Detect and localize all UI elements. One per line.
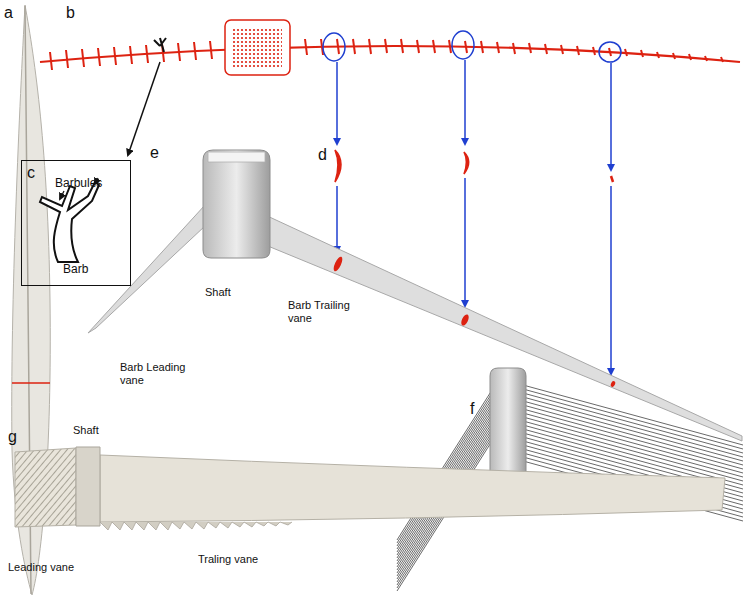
highlight-circle xyxy=(452,31,474,59)
part-label: Barbules xyxy=(55,176,102,190)
shaft-top xyxy=(208,152,265,162)
barb-section xyxy=(611,176,613,182)
section-mark xyxy=(332,255,344,272)
section-mark xyxy=(460,313,471,326)
section-line xyxy=(12,382,50,384)
section-outline xyxy=(40,46,740,62)
barbule-arrow xyxy=(60,191,64,199)
panel-letter: c xyxy=(27,164,35,182)
barb-ticks xyxy=(50,39,723,70)
section-mark xyxy=(610,380,616,387)
leading-vane-barb xyxy=(88,205,205,333)
part-label: Barb Trailing vane xyxy=(288,299,368,325)
part-label: Leading vane xyxy=(8,561,74,574)
part-label: Traling vane xyxy=(198,553,258,566)
leader-arrow xyxy=(128,62,160,155)
part-label: Shaft xyxy=(73,424,99,437)
vane-sawtooth xyxy=(100,522,292,530)
panel-letter: f xyxy=(470,400,474,418)
highlight-circle xyxy=(599,42,621,62)
inset-box: cBarbulesBarb xyxy=(21,160,131,286)
panel-letter: d xyxy=(318,146,327,164)
shaft-core xyxy=(233,28,282,68)
trailing-vane-model xyxy=(100,455,725,522)
shaft-block xyxy=(203,150,270,258)
part-label: Barb xyxy=(63,262,88,276)
leading-vane-model xyxy=(15,448,76,527)
shaft-block xyxy=(490,368,526,486)
panel-letter: e xyxy=(150,144,159,162)
selected-barb xyxy=(154,38,166,52)
panel-letter: g xyxy=(8,428,17,446)
shaft-section xyxy=(225,20,290,75)
part-label: Barb Leading vane xyxy=(120,361,200,387)
part-label: Shaft xyxy=(205,286,231,299)
barb-section xyxy=(464,152,469,174)
barb-outline xyxy=(40,182,99,262)
highlight-circle xyxy=(323,33,345,61)
barb-section xyxy=(335,150,341,182)
panel-letter: b xyxy=(66,4,75,22)
shaft-model xyxy=(76,447,100,526)
panel-letter: a xyxy=(4,4,13,22)
